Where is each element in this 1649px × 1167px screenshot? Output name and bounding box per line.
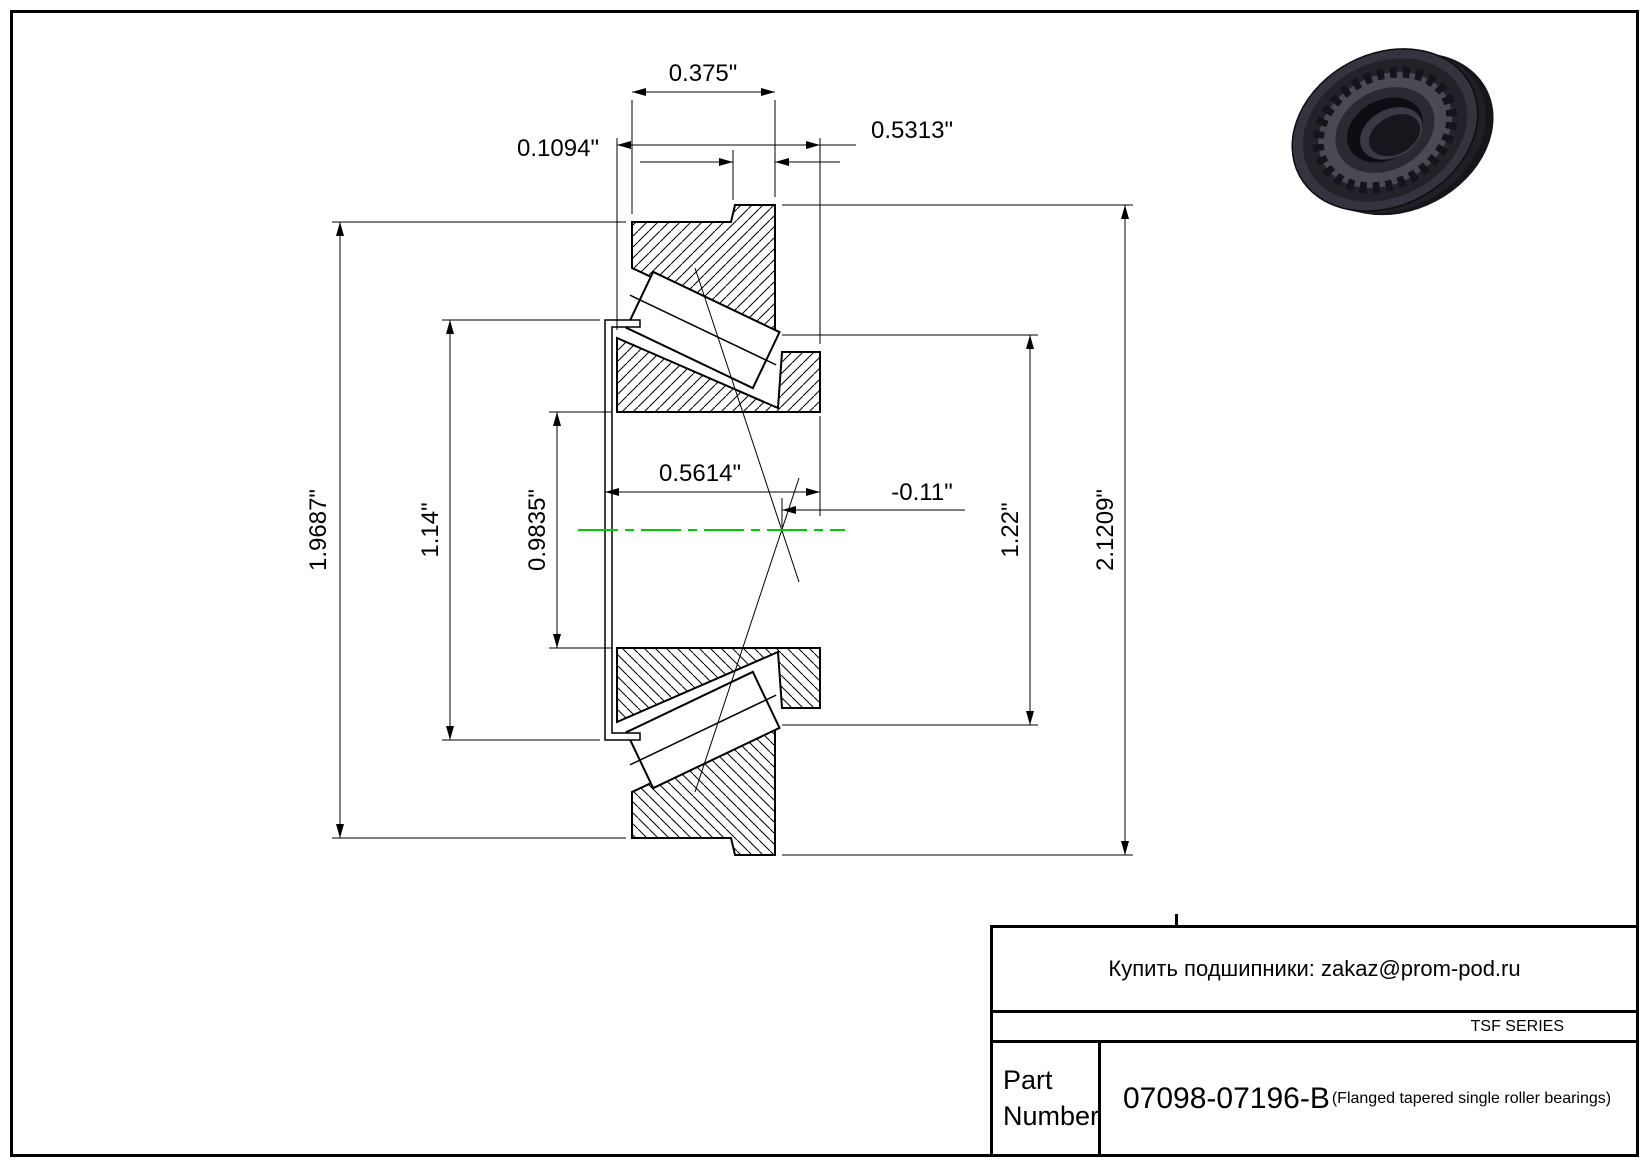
titleblock-tick	[1175, 914, 1178, 928]
dim-cone-width: 0.5313"	[616, 117, 953, 344]
bearing-upper-half	[616, 204, 821, 583]
dim-retainer-od: 1.14"	[417, 319, 600, 741]
dim-bore-label: 0.9835"	[524, 489, 551, 571]
dim-flange-od: 2.1209"	[782, 204, 1133, 856]
dim-flange-width: 0.1094"	[517, 135, 840, 200]
dim-cup-od: 1.9687"	[305, 221, 626, 839]
contact-row: Купить подшипники: zakaz@prom-pod.ru	[993, 928, 1636, 1013]
dim-cone-width-label: 0.5313"	[871, 117, 953, 144]
dim-shoulder-od-label: 1.22"	[997, 502, 1024, 557]
cup-section	[631, 204, 776, 337]
part-label-line1: Part	[1003, 1065, 1053, 1096]
title-block: Купить подшипники: zakaz@prom-pod.ru TSF…	[990, 914, 1639, 1157]
tapered-roller	[625, 270, 781, 390]
dim-overall-width: 0.5614"	[605, 416, 821, 516]
part-number-label: Part Number	[993, 1043, 1101, 1154]
part-number-row: Part Number 07098-07196-B (Flanged taper…	[993, 1043, 1636, 1154]
series-row: TSF SERIES	[993, 1013, 1636, 1043]
part-number-cell: 07098-07196-B (Flanged tapered single ro…	[1101, 1043, 1636, 1154]
cage-line	[629, 294, 777, 366]
sheet-border	[10, 10, 1639, 1157]
dim-overall-width-label: 0.5614"	[659, 460, 741, 487]
dim-bore: 0.9835"	[524, 411, 612, 649]
part-description: (Flanged tapered single roller bearings)	[1331, 1089, 1612, 1107]
roller-slots	[1312, 66, 1458, 194]
cone-section	[616, 336, 821, 413]
part-label-line2: Number	[1003, 1100, 1100, 1131]
dim-load-center-label: -0.11"	[891, 479, 952, 506]
dim-cup-width: 0.375"	[631, 60, 776, 214]
dim-retainer-od-label: 1.14"	[417, 502, 444, 557]
part-number-value: 07098-07196-B	[1123, 1081, 1330, 1115]
dim-cup-width-label: 0.375"	[669, 60, 738, 87]
dim-load-center: -0.11"	[781, 479, 965, 527]
bearing-lower-half	[615, 477, 821, 856]
contact-text: Купить подшипники: zakaz@prom-pod.ru	[1108, 956, 1521, 981]
series-label: TSF SERIES	[1470, 1017, 1564, 1035]
dim-flange-od-label: 2.1209"	[1092, 489, 1119, 571]
dim-flange-width-label: 0.1094"	[517, 135, 599, 162]
dim-shoulder-od: 1.22"	[782, 334, 1038, 726]
dim-cup-od-label: 1.9687"	[305, 489, 332, 571]
bearing-3d-render	[1291, 48, 1494, 216]
